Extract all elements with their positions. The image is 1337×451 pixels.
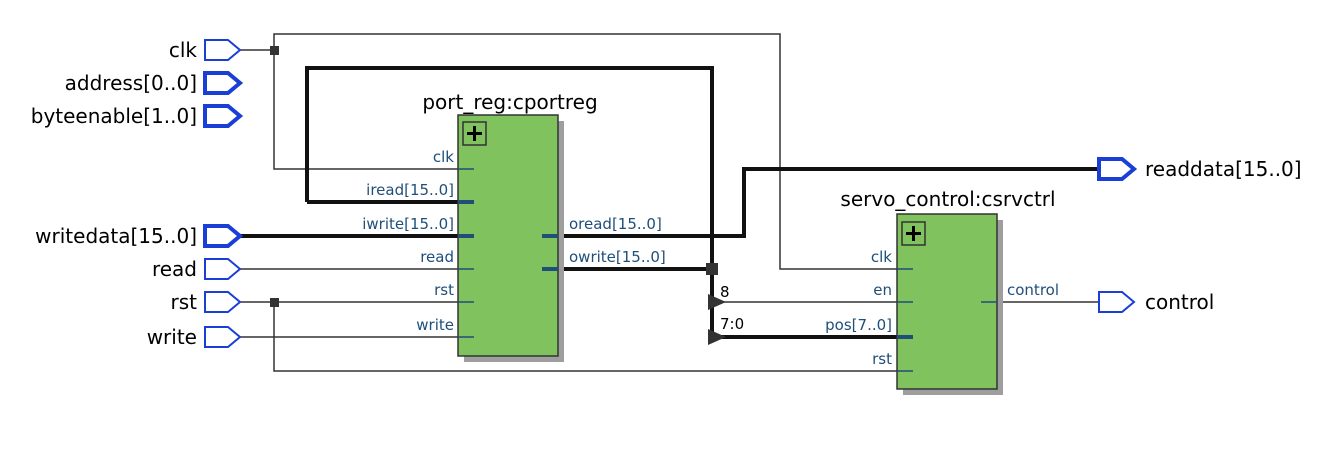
servo-port-pos: pos[7..0] <box>825 316 892 334</box>
pin-readdata-label: readdata[15..0] <box>1145 157 1302 181</box>
pin-readdata-icon <box>1097 157 1138 181</box>
pin-rst-label: rst <box>171 290 198 314</box>
pin-byteenable[interactable]: byteenable[1..0] <box>31 104 244 128</box>
pin-rst[interactable]: rst <box>171 290 242 314</box>
port-reg-port-oread: oread[15..0] <box>569 215 662 233</box>
slice-arrow-pos <box>708 329 726 345</box>
pin-control-label: control <box>1145 290 1214 314</box>
port-reg-port-write: write <box>416 316 454 334</box>
slice-label-pos: 7:0 <box>720 315 744 333</box>
pin-write[interactable]: write <box>147 325 242 349</box>
pin-read[interactable]: read <box>152 257 242 281</box>
pin-address[interactable]: address[0..0] <box>65 71 244 95</box>
pin-address-icon <box>203 71 244 95</box>
pin-writedata-label: writedata[15..0] <box>35 224 197 248</box>
pin-read-icon <box>204 258 242 280</box>
pin-readdata[interactable]: readdata[15..0] <box>1097 157 1302 181</box>
pin-write-icon <box>204 326 242 348</box>
pin-byteenable-icon <box>203 104 244 128</box>
input-pins: clk address[0..0] byteenable[1..0] write… <box>31 38 244 349</box>
block-port-reg[interactable]: port_reg:cportreg clk iread[15..0] iwrit… <box>362 90 666 362</box>
junction-clk <box>270 46 279 55</box>
pin-control-icon <box>1098 291 1136 313</box>
port-reg-body <box>457 114 559 357</box>
junction-owrite <box>706 263 718 275</box>
net-readdata-bus[interactable] <box>558 167 1098 238</box>
servo-instance-name: servo_control:csrvctrl <box>840 187 1055 211</box>
pin-writedata-icon <box>203 224 244 248</box>
port-reg-port-rst: rst <box>434 281 454 299</box>
servo-port-control: control <box>1007 281 1059 299</box>
pin-read-label: read <box>152 257 197 281</box>
net-oread-loop-bus[interactable] <box>305 66 714 269</box>
servo-port-clk: clk <box>871 248 892 266</box>
output-pins: readdata[15..0] control <box>1097 157 1302 314</box>
servo-port-en: en <box>873 281 892 299</box>
pin-writedata[interactable]: writedata[15..0] <box>35 224 244 248</box>
port-reg-port-clk: clk <box>433 148 454 166</box>
servo-expand-icon[interactable] <box>901 221 926 246</box>
port-reg-instance-name: port_reg:cportreg <box>422 90 597 114</box>
pin-address-label: address[0..0] <box>65 71 197 95</box>
port-reg-expand-icon[interactable] <box>462 121 487 146</box>
junction-rst <box>270 298 279 307</box>
pin-clk[interactable]: clk <box>169 38 242 62</box>
port-reg-port-iread: iread[15..0] <box>366 181 454 199</box>
pin-rst-icon <box>204 291 242 313</box>
pin-byteenable-label: byteenable[1..0] <box>31 104 197 128</box>
pin-clk-icon <box>204 39 242 61</box>
pin-clk-label: clk <box>169 38 198 62</box>
port-reg-port-iwrite: iwrite[15..0] <box>362 215 454 233</box>
pin-write-label: write <box>147 325 197 349</box>
net-clk[interactable] <box>240 33 897 270</box>
slice-arrow-en <box>708 294 726 310</box>
servo-port-rst: rst <box>872 350 892 368</box>
port-reg-port-read: read <box>420 248 454 266</box>
slice-label-en: 8 <box>720 283 730 301</box>
pin-control[interactable]: control <box>1098 290 1214 314</box>
port-reg-port-owrite: owrite[15..0] <box>569 248 666 266</box>
block-servo-control[interactable]: servo_control:csrvctrl clk en pos[7..0] … <box>825 187 1059 395</box>
